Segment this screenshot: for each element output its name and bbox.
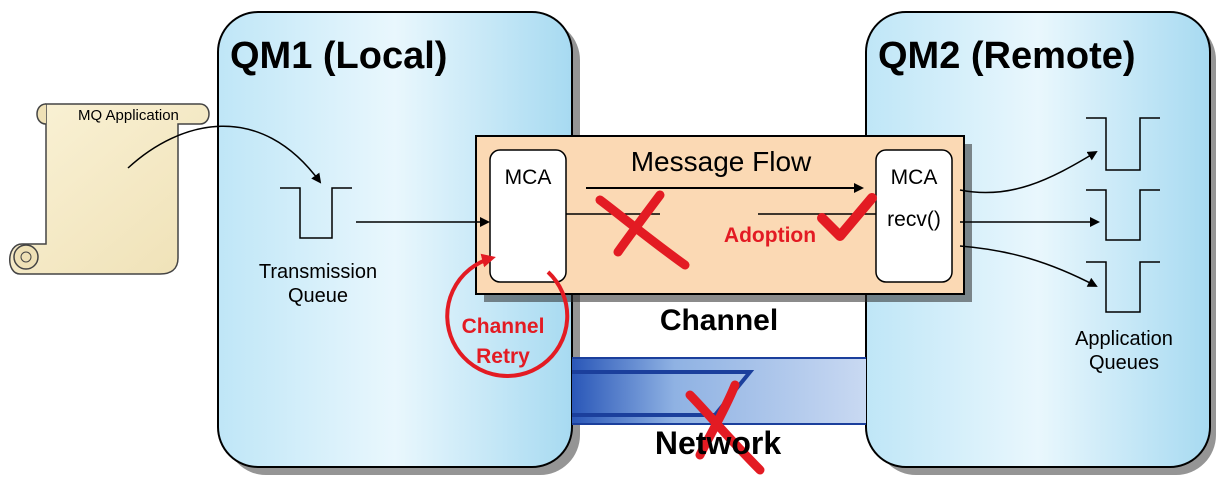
recv-label: recv() [887, 208, 941, 231]
application-queue-3-icon [1086, 261, 1160, 313]
application-queues-label-line1: Application [1075, 328, 1173, 350]
retry-label-line2: Retry [476, 345, 530, 368]
application-queue-1-icon [1086, 117, 1160, 171]
transmission-queue-icon [280, 187, 352, 239]
adoption-check-icon [817, 193, 877, 241]
retry-label-line1: Channel [462, 315, 545, 338]
receiver-mca-box [875, 149, 953, 283]
sender-mca-label: MCA [505, 166, 552, 189]
put-message-arrow [127, 125, 322, 184]
receiver-mca-label: MCA [891, 166, 938, 189]
deliver-arrow-1 [959, 150, 1098, 194]
mq-application-scroll-icon: MQ Application [9, 103, 210, 275]
adoption-label: Adoption [724, 224, 816, 247]
channel-label: Channel [660, 304, 778, 337]
sender-mca-box [489, 149, 567, 283]
qm1-title: QM1 (Local) [230, 35, 447, 77]
network-pipe: Network [572, 357, 866, 475]
network-label: Network [655, 425, 781, 461]
application-queues-label-line2: Queues [1089, 352, 1159, 374]
mq-application-label: MQ Application [78, 107, 179, 124]
qm1-box: QM1 (Local) [217, 11, 580, 475]
qm2-box: QM2 (Remote) [865, 11, 1216, 475]
network-failure-cross-icon [685, 380, 765, 475]
message-flow-label: Message Flow [631, 146, 812, 177]
transmission-queue-label-line1: Transmission [259, 261, 377, 283]
channel-retry-circle: Channel Retry [445, 253, 570, 378]
channel-box: Message Flow MCA MCA recv() Adoption [475, 135, 972, 302]
transmission-queue-label-line2: Queue [288, 285, 348, 307]
qm2-title: QM2 (Remote) [878, 35, 1136, 77]
flow-failure-cross-icon [595, 190, 690, 270]
deliver-arrow-3 [959, 245, 1098, 287]
application-queue-2-icon [1086, 189, 1160, 241]
